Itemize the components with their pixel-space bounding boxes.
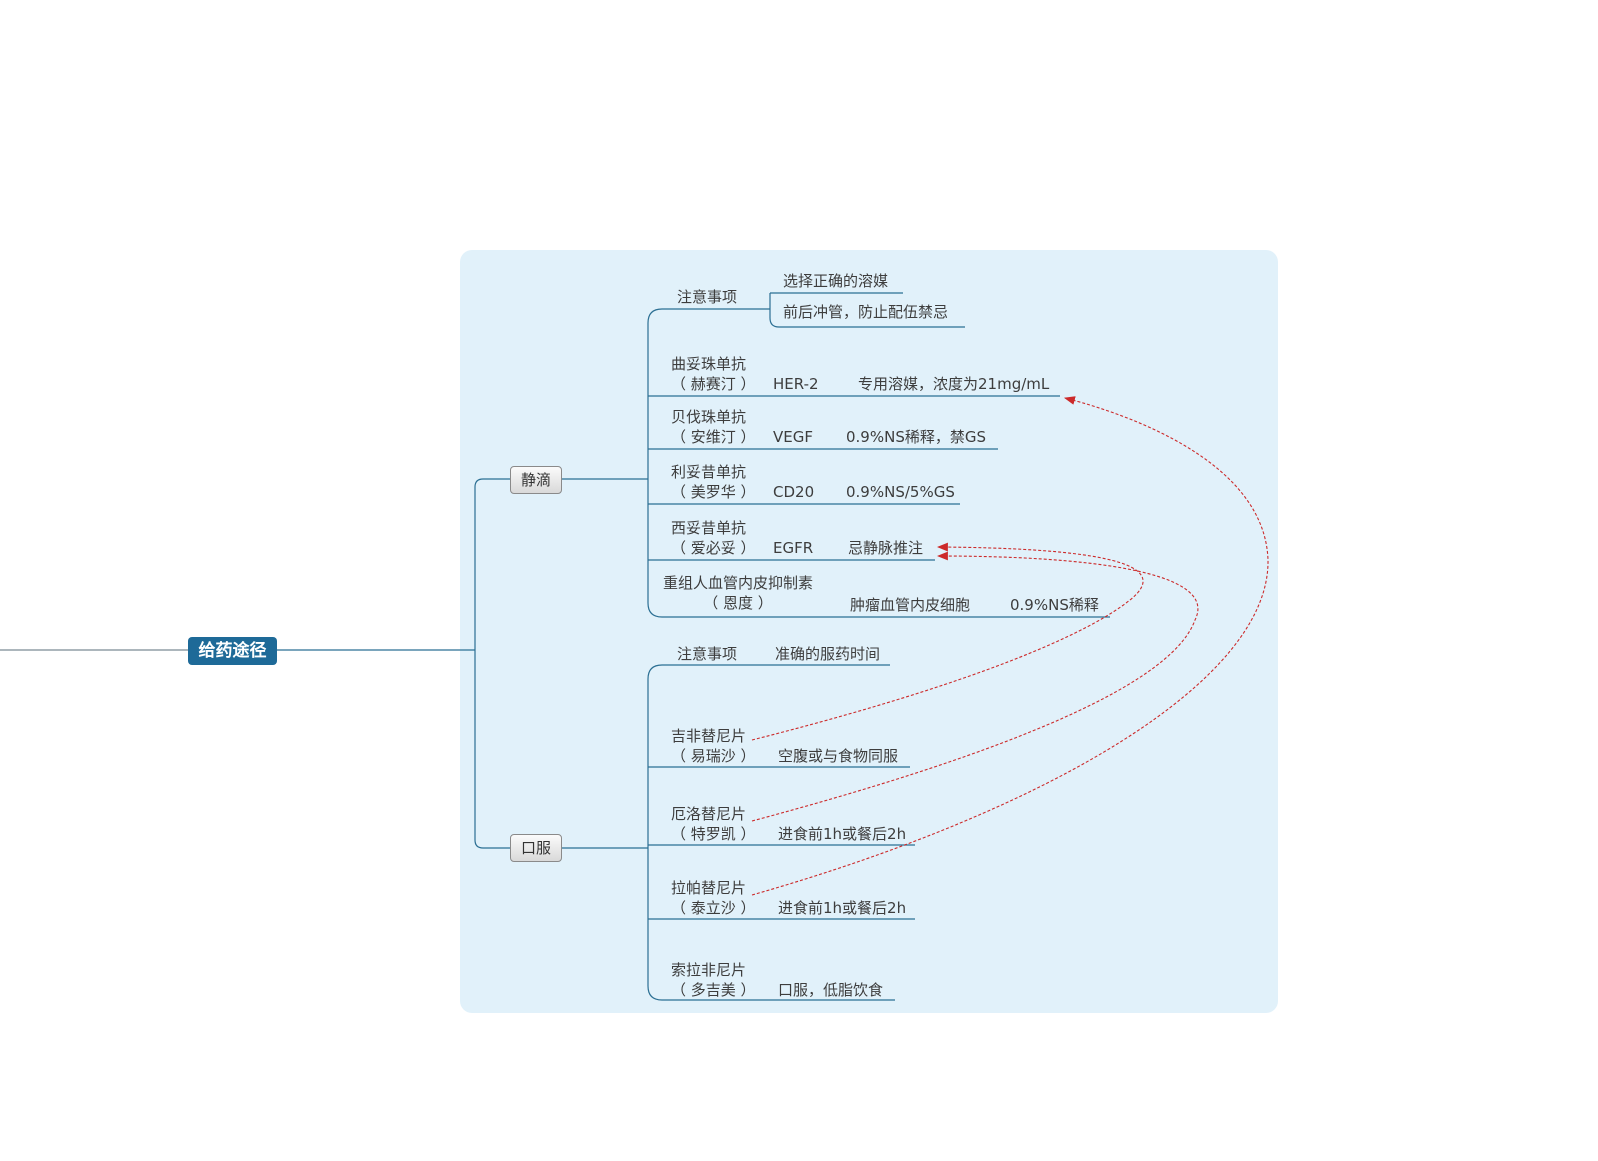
iv-drug-name[interactable]: 西妥昔单抗 bbox=[671, 519, 747, 537]
oral-topic[interactable]: 口服 bbox=[510, 834, 562, 862]
oral-drug-note[interactable]: 口服，低脂饮食 bbox=[778, 981, 884, 999]
oral-drug-note[interactable]: 进食前1h或餐后2h bbox=[778, 825, 907, 843]
boundary-panel bbox=[460, 250, 1278, 1013]
iv-note-2[interactable]: 前后冲管，防止配伍禁忌 bbox=[783, 303, 949, 321]
relation-arrow-erlotinib bbox=[751, 551, 1199, 822]
iv-drug-target[interactable]: CD20 bbox=[773, 483, 815, 501]
oral-drug-brand: （ 特罗凯 ） bbox=[671, 825, 756, 843]
oral-drug-note[interactable]: 空腹或与食物同服 bbox=[778, 747, 899, 765]
iv-drug-target[interactable]: EGFR bbox=[773, 539, 814, 557]
oral-drug-name[interactable]: 厄洛替尼片 bbox=[671, 805, 747, 823]
relation-arrow-gefitinib bbox=[751, 542, 1144, 741]
iv-drug-brand: （ 安维汀 ） bbox=[671, 428, 756, 446]
oral-drug-name[interactable]: 吉非替尼片 bbox=[671, 727, 747, 745]
iv-drug-brand: （ 爱必妥 ） bbox=[671, 539, 756, 557]
root-topic[interactable]: 给药途径 bbox=[188, 637, 277, 665]
oral-drug-brand: （ 多吉美 ） bbox=[671, 981, 756, 999]
oral-vertical bbox=[647, 664, 663, 1001]
oral-drug-brand: （ 易瑞沙 ） bbox=[671, 747, 756, 765]
iv-drug-brand: （ 恩度 ） bbox=[703, 594, 773, 612]
iv-drug-target[interactable]: 肿瘤血管内皮细胞 bbox=[850, 596, 971, 614]
iv-drug-note[interactable]: 专用溶媒，浓度为21mg/mL bbox=[858, 375, 1050, 393]
oral-drug-note[interactable]: 进食前1h或餐后2h bbox=[778, 899, 907, 917]
iv-drug-note[interactable]: 0.9%NS稀释，禁GS bbox=[846, 428, 986, 446]
iv-drug-name[interactable]: 曲妥珠单抗 bbox=[671, 355, 747, 373]
iv-drug-brand: （ 美罗华 ） bbox=[671, 483, 756, 501]
iv-topic[interactable]: 静滴 bbox=[510, 466, 562, 494]
iv-drug-name[interactable]: 重组人血管内皮抑制素 bbox=[662, 574, 813, 592]
iv-drug-target[interactable]: HER-2 bbox=[773, 375, 819, 393]
iv-note-1[interactable]: 选择正确的溶媒 bbox=[783, 272, 889, 290]
oral-drug-brand: （ 泰立沙 ） bbox=[671, 899, 756, 917]
iv-drug-note[interactable]: 0.9%NS稀释 bbox=[1010, 596, 1099, 614]
iv-drug-note[interactable]: 0.9%NS/5%GS bbox=[846, 483, 955, 501]
iv-drug-target[interactable]: VEGF bbox=[773, 428, 813, 446]
iv-drug-brand: （ 赫赛汀 ） bbox=[671, 375, 756, 393]
oral-drug-name[interactable]: 索拉非尼片 bbox=[671, 961, 747, 979]
trunk-line bbox=[474, 478, 510, 849]
oral-notes-label[interactable]: 注意事项 bbox=[677, 645, 738, 663]
iv-drug-note[interactable]: 忌静脉推注 bbox=[848, 539, 924, 557]
iv-notes-label[interactable]: 注意事项 bbox=[677, 288, 738, 306]
oral-drug-name[interactable]: 拉帕替尼片 bbox=[671, 879, 747, 897]
iv-vertical bbox=[647, 308, 663, 618]
relation-arrow-lapatinib bbox=[751, 396, 1269, 896]
oral-note-1[interactable]: 准确的服药时间 bbox=[775, 645, 881, 663]
iv-drug-name[interactable]: 贝伐珠单抗 bbox=[671, 408, 747, 426]
iv-drug-name[interactable]: 利妥昔单抗 bbox=[671, 463, 747, 481]
